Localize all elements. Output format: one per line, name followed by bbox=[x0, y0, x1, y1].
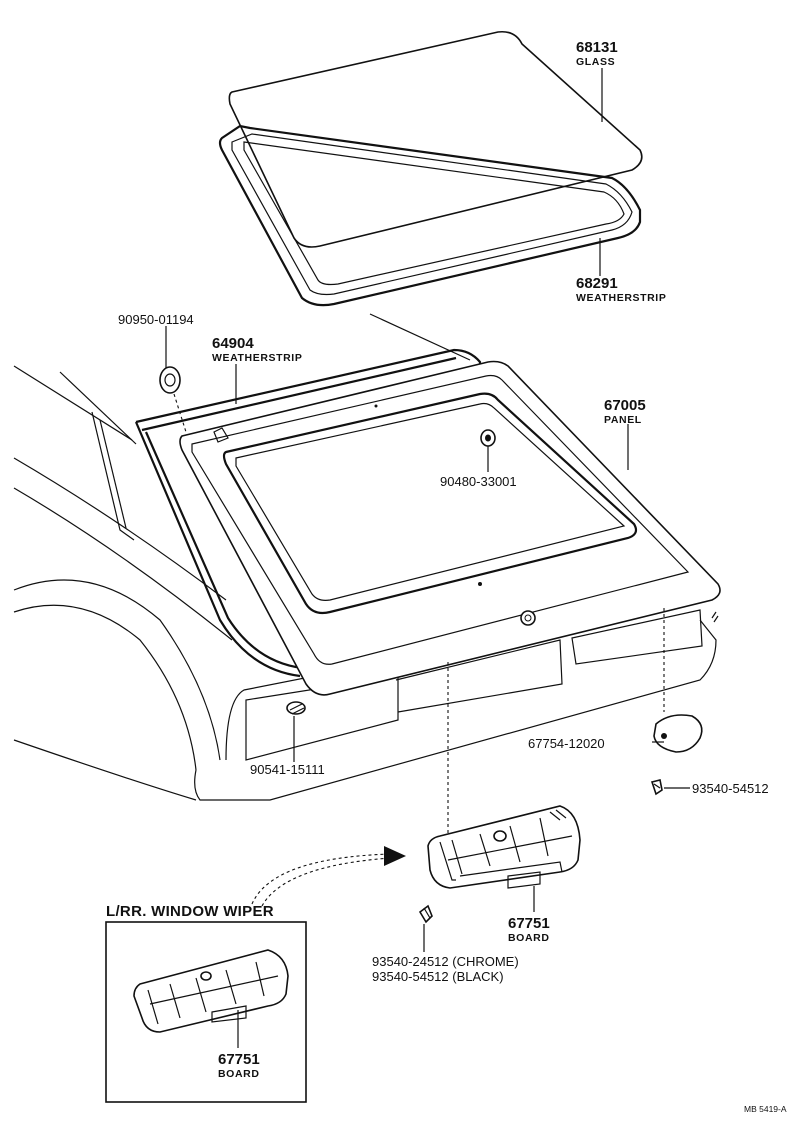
callout-panel: 67005 PANEL bbox=[604, 397, 646, 426]
glass-part bbox=[228, 30, 643, 248]
board-number: 67751 bbox=[508, 915, 550, 932]
weatherstrip-glass-number: 68291 bbox=[576, 275, 618, 292]
cushion-number: 90541-15111 bbox=[250, 762, 325, 777]
reference-code: MB 5419-A bbox=[744, 1104, 787, 1114]
glass-number: 68131 bbox=[576, 39, 618, 56]
panel-name: PANEL bbox=[604, 414, 642, 426]
board-name: BOARD bbox=[508, 932, 550, 944]
cover-number: 67754-12020 bbox=[528, 736, 605, 751]
glass-name: GLASS bbox=[576, 56, 615, 68]
arrow-icon bbox=[251, 846, 406, 907]
callout-grommet: 90480-33001 bbox=[440, 474, 517, 489]
callout-board: 67751 BOARD bbox=[508, 915, 550, 944]
inset-title-group: L/RR. WINDOW WIPER bbox=[106, 903, 274, 920]
clip-number: 90950-01194 bbox=[118, 312, 194, 327]
cushion-part bbox=[286, 701, 306, 715]
board-part bbox=[427, 662, 581, 889]
grommet-part bbox=[480, 429, 496, 447]
inset-board-name: BOARD bbox=[218, 1068, 260, 1080]
callout-glass: 68131 GLASS bbox=[576, 39, 618, 68]
screw-board-line1: 93540-24512 (CHROME) bbox=[372, 954, 519, 969]
opening-weatherstrip-part bbox=[134, 348, 482, 678]
grommet-number: 90480-33001 bbox=[440, 474, 517, 489]
weatherstrip-opening-name: WEATHERSTRIP bbox=[212, 352, 302, 364]
callout-cover: 67754-12020 bbox=[528, 736, 605, 751]
clip-part bbox=[159, 366, 187, 433]
leader-lines bbox=[165, 68, 690, 952]
cover-part bbox=[653, 608, 703, 753]
inset-board-number: 67751 bbox=[218, 1051, 260, 1068]
back-door-panel-part bbox=[179, 360, 721, 696]
screw-board-line2: 93540-54512 (BLACK) bbox=[372, 969, 504, 984]
callout-weatherstrip-opening: 64904 WEATHERSTRIP bbox=[212, 335, 302, 364]
inset-title: L/RR. WINDOW WIPER bbox=[106, 903, 274, 920]
inset-box bbox=[105, 921, 307, 1103]
panel-number: 67005 bbox=[604, 397, 646, 414]
callout-screw-board: 93540-24512 (CHROME) 93540-54512 (BLACK) bbox=[372, 954, 519, 984]
callout-weatherstrip-glass: 68291 WEATHERSTRIP bbox=[576, 275, 666, 304]
screw-cover-part bbox=[650, 779, 663, 796]
weatherstrip-glass-name: WEATHERSTRIP bbox=[576, 292, 666, 304]
weatherstrip-opening-number: 64904 bbox=[212, 335, 254, 352]
callout-clip: 90950-01194 bbox=[118, 312, 194, 327]
glass-weatherstrip-part bbox=[218, 124, 642, 307]
screw-board-part bbox=[418, 904, 433, 924]
screw-cover-number: 93540-54512 bbox=[692, 781, 769, 796]
callout-inset-board: 67751 BOARD bbox=[218, 1051, 260, 1080]
vehicle-body bbox=[13, 313, 719, 801]
callout-screw-cover: 93540-54512 bbox=[692, 781, 769, 796]
callout-cushion: 90541-15111 bbox=[250, 762, 325, 777]
